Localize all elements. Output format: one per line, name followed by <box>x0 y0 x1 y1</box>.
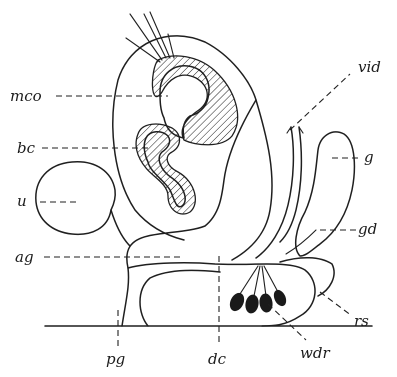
vagina-duct-right <box>280 127 301 242</box>
leader-rs <box>320 292 352 316</box>
label-bc: bc <box>17 139 36 157</box>
label-gd: gd <box>358 220 377 238</box>
wdr-gland-4 <box>272 289 288 308</box>
label-g: g <box>364 148 374 166</box>
label-u: u <box>17 192 27 210</box>
wdr-duct-4 <box>264 266 278 292</box>
label-vid: vid <box>358 58 381 76</box>
uterus-outline <box>36 162 115 235</box>
wdr-gland-2 <box>245 294 260 314</box>
receptaculum-seminis <box>280 258 334 296</box>
bristle-1 <box>130 14 162 60</box>
vagina-duct-left <box>256 127 293 258</box>
lower-left-lobe <box>140 270 220 326</box>
gland-outline <box>296 132 355 256</box>
wdr-gland-3 <box>259 293 273 312</box>
uterus-stalk <box>111 210 130 246</box>
label-pg: pg <box>106 350 125 368</box>
wdr-duct-3 <box>262 266 266 296</box>
leader-vid <box>290 74 350 130</box>
label-rs: rs <box>354 312 369 330</box>
bristle-3 <box>150 12 170 58</box>
label-dc: dc <box>208 350 227 368</box>
lower-body-outline <box>128 263 315 326</box>
vagina-outer <box>232 100 272 260</box>
label-wdr: wdr <box>300 344 330 362</box>
label-ag: ag <box>15 248 34 266</box>
wdr-gland-1 <box>228 291 246 312</box>
label-mco: mco <box>10 87 42 105</box>
bristle-2 <box>144 14 166 58</box>
